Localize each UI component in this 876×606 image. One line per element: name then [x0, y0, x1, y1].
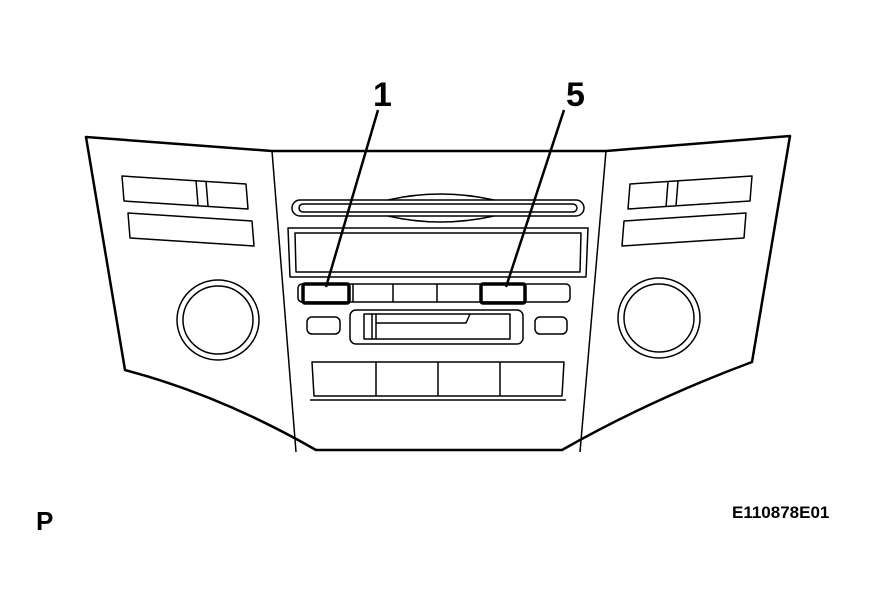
callout-5: 5 — [566, 76, 585, 114]
left-vent-upper — [121, 175, 249, 210]
cd-slot — [291, 193, 585, 223]
corner-label: P — [36, 506, 53, 536]
right-vent-upper — [627, 175, 753, 210]
cassette-door — [349, 309, 524, 345]
panel-outline — [84, 134, 792, 453]
right-knob — [617, 277, 701, 359]
small-button-left — [306, 316, 341, 335]
small-button-right — [534, 316, 568, 335]
display-screen — [287, 227, 589, 278]
leader-line-1 — [324, 109, 380, 288]
lower-button-cluster — [310, 361, 566, 401]
right-vent-lower — [621, 212, 747, 247]
preset-button-5 — [479, 282, 527, 305]
preset-button-row — [297, 283, 571, 303]
callout-1: 1 — [373, 76, 392, 114]
left-vent-lower — [127, 212, 255, 247]
figure-code: E110878E01 — [732, 503, 829, 522]
leader-line-5 — [504, 109, 566, 288]
left-knob — [176, 279, 260, 361]
